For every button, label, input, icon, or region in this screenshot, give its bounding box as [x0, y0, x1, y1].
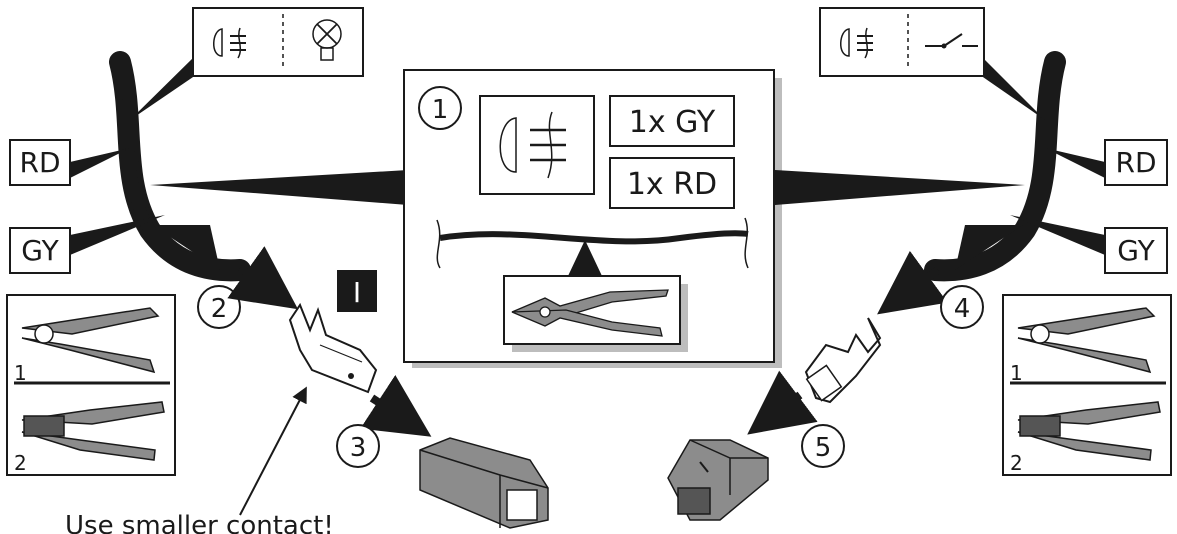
arrow [877, 250, 948, 315]
qty-rd-box: 1x RD [609, 157, 735, 209]
right-symbol-box [819, 7, 985, 77]
tool-1-label: 1 [14, 361, 27, 385]
crimp-tool-icon [1017, 307, 1156, 374]
wire-cutter-icon [503, 275, 688, 352]
svg-text:1: 1 [432, 95, 449, 125]
svg-text:4: 4 [954, 294, 971, 324]
wire-color-gy-label: GY [21, 234, 59, 267]
right-gy-label-box: GY [1104, 227, 1168, 274]
step-3-marker: 3 [336, 424, 380, 468]
connector-housing-icon [419, 437, 549, 529]
fog-light-icon [479, 95, 595, 195]
note-arrow [239, 386, 307, 516]
left-tool-panel: 1 2 [6, 294, 176, 476]
right-rd-label-box: RD [1104, 139, 1168, 186]
arrow [360, 374, 432, 437]
bulb-icon [312, 19, 342, 61]
qty-rd-label: 1x RD [627, 167, 717, 202]
qty-gy-label: 1x GY [629, 105, 716, 140]
arrow [747, 370, 818, 435]
step-4-marker: 4 [940, 285, 984, 329]
wire-color-rd-label: RD [19, 146, 60, 179]
right-tool-panel: 1 2 [1002, 294, 1172, 476]
pointer-wedge [1045, 148, 1105, 178]
step-1-marker: 1 [418, 86, 462, 130]
left-wire-harness [109, 51, 251, 282]
crimp-tool-icon [21, 401, 165, 461]
note-text: Use smaller contact! [65, 511, 334, 534]
arrow [227, 246, 299, 310]
tool-2-label: 2 [1010, 451, 1023, 475]
pointer-wedge [1010, 215, 1105, 255]
pointer-wedge [980, 55, 1045, 120]
pointer-wedge [150, 170, 408, 205]
step-5-marker: 5 [801, 424, 845, 468]
left-rd-label-box: RD [9, 139, 71, 186]
pointer-wedge [775, 170, 1025, 205]
left-symbol-box [192, 7, 364, 77]
svg-text:5: 5 [815, 433, 832, 463]
svg-text:2: 2 [211, 294, 228, 324]
crimp-tool-icon [21, 307, 160, 374]
fog-light-icon [213, 27, 246, 59]
wire-segment [439, 230, 749, 245]
flat-contact-icon [804, 317, 882, 404]
center-panel: 1 1x GY 1x RD [403, 69, 782, 368]
wire-color-rd-label: RD [1115, 146, 1156, 179]
left-gy-label-box: GY [9, 227, 71, 274]
fog-light-icon [840, 27, 873, 59]
tool-1-label: 1 [1010, 361, 1023, 385]
tool-2-label: 2 [14, 451, 27, 475]
wire-color-gy-label: GY [1117, 234, 1155, 267]
right-wire-harness [924, 51, 1066, 282]
crimp-tool-icon [1017, 401, 1161, 461]
svg-text:I: I [353, 276, 361, 309]
step-2-marker: 2 [197, 285, 241, 329]
svg-text:3: 3 [350, 433, 367, 463]
connector-housing-icon [667, 439, 769, 521]
pointer-wedge [130, 55, 196, 120]
pointer-wedge [70, 148, 130, 178]
pointer-wedge [70, 215, 165, 255]
qty-gy-box: 1x GY [609, 95, 735, 147]
switch-icon [925, 33, 978, 49]
info-badge: I [337, 270, 377, 312]
flat-contact-icon [288, 302, 378, 394]
